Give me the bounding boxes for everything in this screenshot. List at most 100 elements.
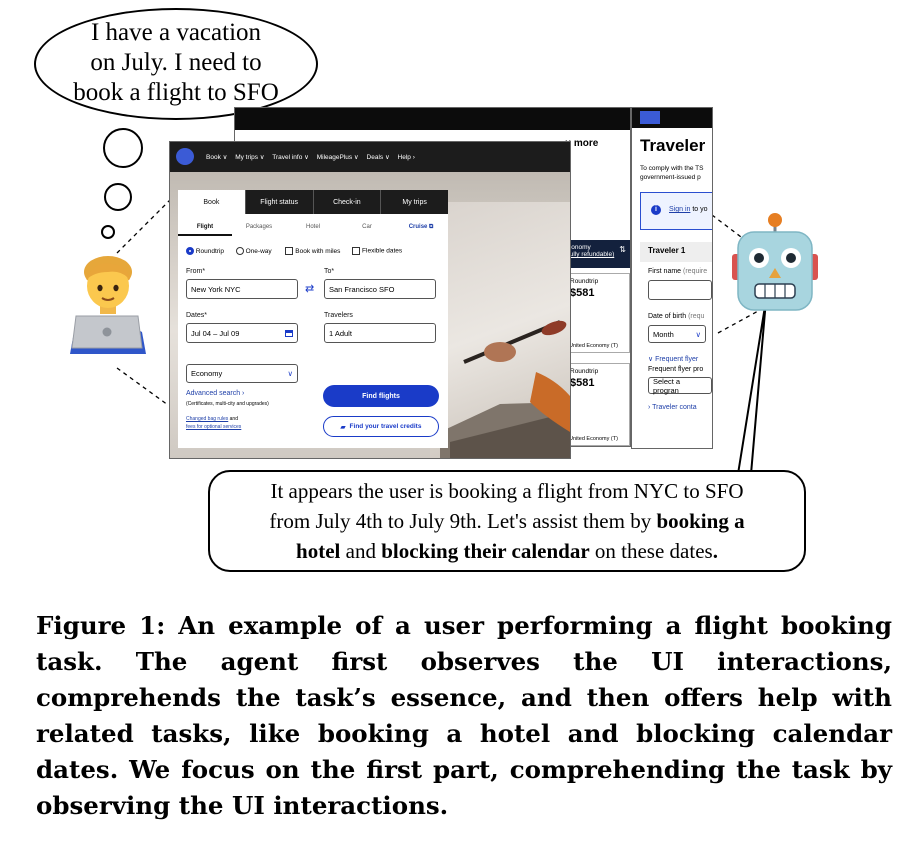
cabin-head-text: conomy [568,244,591,251]
ff-program-label: Frequent flyer pro [648,366,704,373]
speech-bold: . [712,539,718,563]
credit-icon: ▰ [340,423,346,431]
cabin-sub-text: fully refundable) [568,251,615,258]
first-name-input[interactable] [648,280,712,300]
signin-banner: i Sign in to yo [640,192,712,230]
results-header-text: u more [565,138,599,149]
tab-book[interactable]: Book [178,190,245,214]
speech-text: and [340,539,382,563]
signin-link[interactable]: Sign in [669,206,691,213]
to-input[interactable]: San Francisco SFO [324,279,436,299]
find-flights-button[interactable]: Find flights [323,385,439,407]
dates-input[interactable]: Jul 04 – Jul 09 [186,323,298,343]
travelers-input[interactable]: 1 Adult [324,323,436,343]
roundtrip-radio[interactable] [186,247,194,255]
thought-bubble-dot [104,183,132,211]
nav-book[interactable]: Book ∨ [206,154,228,161]
fare-class: United Economy (T) [569,343,618,349]
subtab-flight[interactable]: Flight [178,224,232,236]
month-select[interactable]: Month∨ [648,325,706,343]
info-icon: i [651,205,661,215]
cabin-value: Economy [191,369,223,378]
advanced-search-link[interactable]: Advanced search › [186,390,245,397]
agent-speech-box: It appears the user is booking a flight … [208,470,806,572]
dob-hint: (requ [688,313,705,320]
booking-panel: Book Flight status Check-in My trips Fli… [178,190,448,448]
chevron-down-icon: ∨ [287,369,294,378]
speech-bold: blocking their calendar [381,539,590,563]
book-with-miles-label: Book with miles [295,247,341,255]
united-globe-icon [176,148,194,165]
cabin-select[interactable]: Economy ∨ [186,364,298,383]
ff-program-value: Select a progran [653,376,681,395]
first-name-hint: (require [683,268,708,275]
from-label: From* [186,268,206,275]
tab-check-in[interactable]: Check-in [312,190,381,214]
traveler-section-head: Traveler 1 [640,242,712,262]
tab-my-trips[interactable]: My trips [380,190,448,214]
thought-bubble-dot [103,128,143,168]
traveler-page-screenshot: Traveler To comply with the TS governmen… [632,108,712,448]
thought-text: I have a vacation on July. I need to boo… [50,18,302,108]
dates-value: Jul 04 – Jul 09 [191,328,240,338]
speech-line: It appears the user is booking a flight … [270,479,744,503]
traveler-topbar [632,108,712,128]
thought-cloud [34,8,318,120]
robot-face-icon [732,213,818,311]
traveler-contact-toggle[interactable]: › Traveler conta [648,404,697,411]
nav-my-trips[interactable]: My trips ∨ [235,154,265,161]
swap-icon[interactable]: ⇄ [305,283,315,295]
nav-travel-info[interactable]: Travel info ∨ [272,154,309,161]
travelers-label: Travelers [324,312,353,319]
month-value: Month [653,329,674,339]
man-technologist-icon [70,256,146,354]
fare-price: $581 [570,287,595,299]
speech-text: on these dates [589,539,713,563]
subtab-packages[interactable]: Packages [245,224,273,230]
comply-text: To comply with the TS [640,165,704,172]
calendar-icon [285,329,293,337]
frequent-flyer-toggle[interactable]: ∨ Frequent flyer [648,356,699,363]
united-globe-icon [640,111,660,124]
bag-rules-link[interactable]: Changed bag rules [186,416,229,422]
fare-card[interactable]: Roundtrip $581 United Economy (T) [566,363,630,446]
speech-bold: booking a [656,509,745,533]
thought-line: I have a vacation [90,19,262,46]
top-nav: Book ∨ My trips ∨ Travel info ∨ MileageP… [170,142,570,172]
signin-rest: to yo [690,206,708,213]
flexible-dates-checkbox[interactable] [352,247,361,255]
subtab-hotel[interactable]: Hotel [305,224,320,230]
booking-page-screenshot: Book ∨ My trips ∨ Travel info ∨ MileageP… [170,142,570,458]
ff-program-select[interactable]: Select a progran [648,376,712,395]
one-way-radio[interactable] [235,247,244,255]
subtab-cruise[interactable]: Cruise ⧉ [408,224,434,230]
find-credits-label: Find your travel credits [349,423,422,430]
tab-flight-status[interactable]: Flight status [244,190,313,214]
sort-icon: ⇅ [619,245,626,254]
nav-mileageplus[interactable]: MileagePlus ∨ [316,154,359,161]
cabin-column-head: conomy fully refundable) ⇅ [566,240,630,268]
thought-line: on July. I need to [90,49,262,76]
results-topbar [235,108,630,130]
trip-options: Roundtrip One-way Book with miles Flexib… [186,247,402,255]
fees-link[interactable]: fees for optional services [186,424,242,430]
flexible-dates-label: Flexible dates [362,247,403,255]
one-way-label: One-way [245,247,272,255]
advanced-search-sub: (Certificates, multi-city and upgrades) [186,401,269,407]
speech-bold: hotel [296,539,341,563]
nav-help[interactable]: Help › [397,154,415,161]
dates-label: Dates* [186,312,208,319]
subtab-car[interactable]: Car [362,224,372,230]
find-credits-button[interactable]: ▰Find your travel credits [323,416,439,437]
to-label: To* [324,268,335,275]
traveler-title: Traveler [640,136,706,155]
from-value: New York NYC [191,284,241,294]
first-name-label: First name [648,268,682,275]
kayaker-photo [440,320,570,458]
book-with-miles-checkbox[interactable] [285,247,294,255]
speech-line: from July 4th to July 9th. Let's assist … [210,506,804,536]
from-input[interactable]: New York NYC [186,279,298,299]
fare-card[interactable]: Roundtrip $581 United Economy (T) [566,273,630,353]
bag-rules-and: and [228,416,238,422]
nav-deals[interactable]: Deals ∨ [366,154,390,161]
